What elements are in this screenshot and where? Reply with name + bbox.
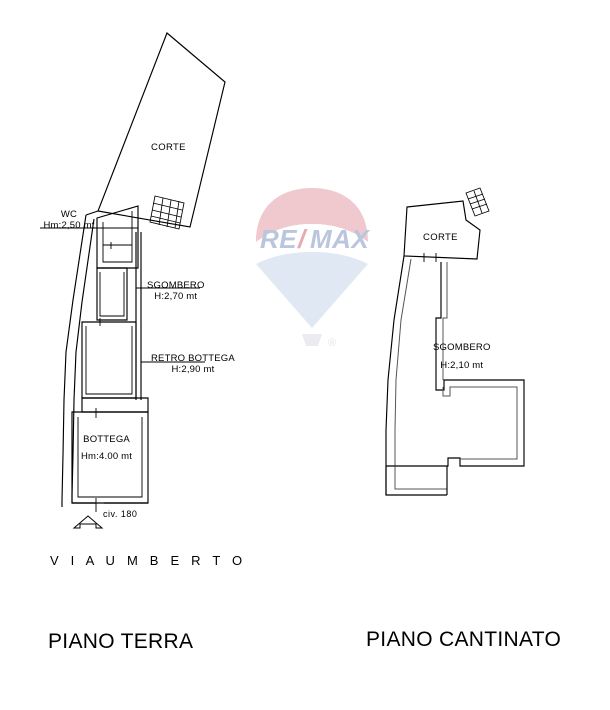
civic-number-label: civ. 180: [103, 509, 138, 519]
plan-piano-terra-geometry: [40, 32, 226, 529]
sgombero-callout: SGOMBERO H:2,70 mt: [147, 280, 205, 302]
building-left-outer-wall: [61, 214, 87, 507]
wc-callout: WC Hm:2,50 mt: [33, 209, 105, 231]
sgombero-room-outline: [96, 267, 128, 321]
sgombero-cantinato-height: H:2,10 mt: [440, 360, 484, 372]
sgombero-cantinato-inner: [442, 386, 518, 460]
plan-piano-cantinato-geometry: [385, 187, 525, 496]
title-piano-cantinato: PIANO CANTINATO: [366, 628, 562, 651]
bottega-callout: BOTTEGA Hm:4.00 mt: [81, 434, 132, 462]
retro-bottega-height: H:2,90 mt: [171, 364, 215, 376]
title-piano-terra: PIANO TERRA: [48, 630, 194, 653]
corte-outline: [97, 32, 226, 228]
sgombero-room-inner: [99, 272, 125, 317]
sgombero-height: H:2,70 mt: [154, 291, 198, 303]
wc-height: Hm:2,50 mt: [43, 220, 95, 232]
corte-cantinato-staircase-icon: [465, 187, 490, 217]
corte-cantinato-label: CORTE: [423, 232, 458, 243]
corte-staircase-icon: [149, 195, 185, 230]
cantinato-spine-inner: [442, 262, 448, 380]
wc-room-inner: [102, 211, 133, 263]
corte-cantinato-outline: [403, 200, 481, 260]
sgombero-name: SGOMBERO: [147, 280, 205, 291]
retro-step-notch: [81, 397, 149, 413]
street-name-label: V I A U M B E R T O: [50, 553, 247, 568]
wc-room-outline: [96, 205, 139, 269]
cantinato-lower-arm-inner: [394, 466, 447, 490]
cantinato-left-inner-wall: [394, 258, 412, 489]
bottega-inner: [77, 417, 143, 498]
corte-label: CORTE: [151, 142, 186, 153]
sgombero-cantinato-callout: SGOMBERO H:2,10 mt: [433, 342, 491, 371]
retro-bottega-callout: RETRO BOTTEGA H:2,90 mt: [151, 353, 235, 375]
wc-name: WC: [60, 209, 78, 220]
retro-bottega-inner: [85, 326, 133, 395]
sgombero-cantinato-name: SGOMBERO: [433, 342, 491, 353]
entrance-arrow-icon: [72, 515, 104, 529]
retro-bottega-outline: [81, 321, 137, 399]
sgombero-cantinato-outline: [386, 379, 525, 467]
cantinato-spine-outer: [435, 262, 442, 380]
cantinato-lower-arm-outer: [385, 466, 447, 496]
bottega-name: BOTTEGA: [83, 434, 130, 445]
corte-left-edge: [85, 210, 99, 216]
retro-bottega-name: RETRO BOTTEGA: [151, 353, 235, 364]
bottega-height: Hm:4.00 mt: [81, 451, 133, 463]
